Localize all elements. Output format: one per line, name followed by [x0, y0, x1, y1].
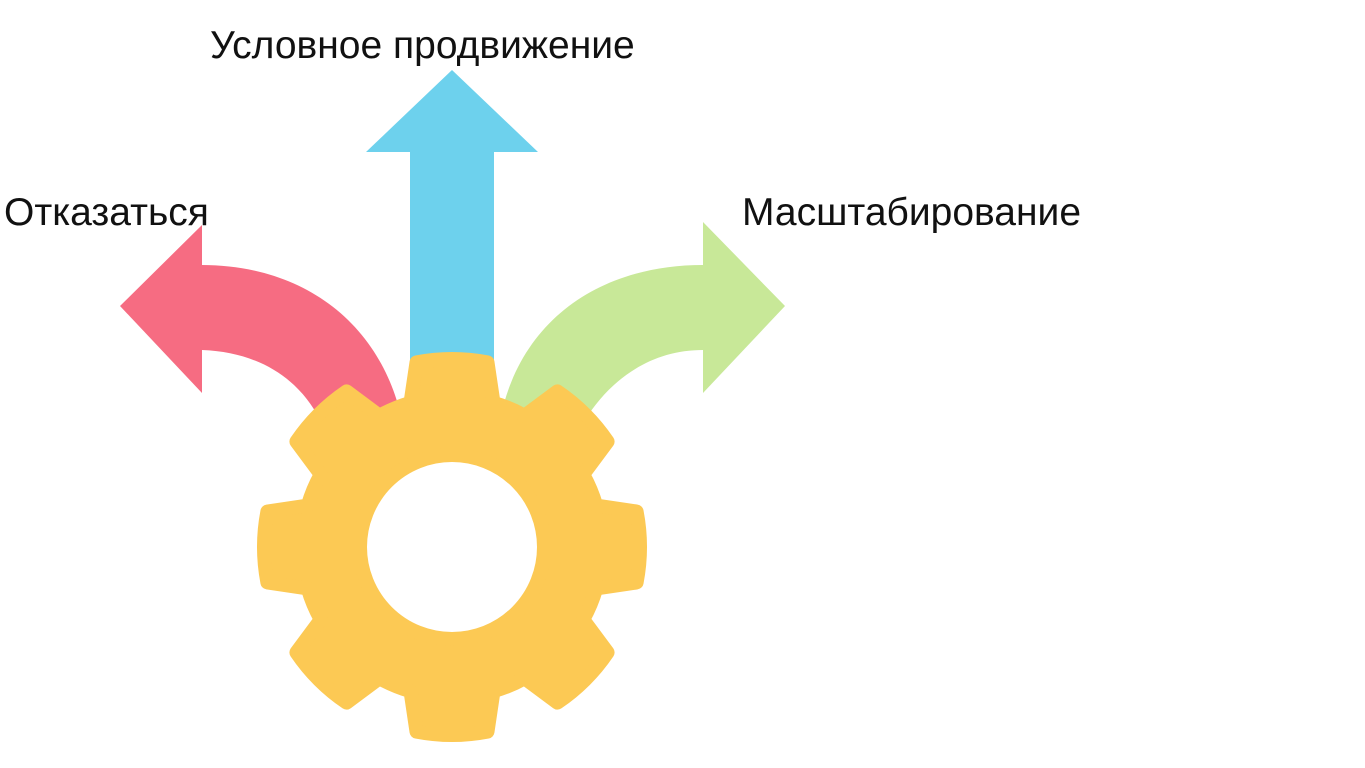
label-scaling: Масштабирование	[742, 191, 1082, 234]
label-give-up: Отказаться	[4, 191, 209, 234]
arrow-up-icon	[366, 70, 538, 420]
label-conditional-promotion: Условное продвижение	[210, 24, 635, 67]
arrow-curved-left-icon	[120, 225, 402, 420]
arrow-curved-right-icon	[500, 222, 785, 420]
gear-icon	[257, 352, 647, 742]
